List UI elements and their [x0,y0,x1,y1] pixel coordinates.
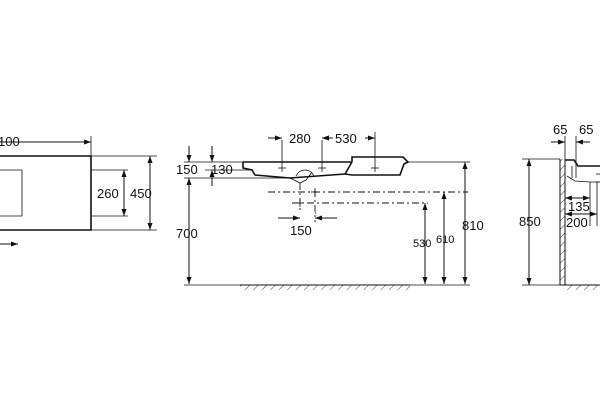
dim-810: 810 [462,218,484,233]
dim-200: 200 [566,215,588,230]
dim-150-v: 150 [176,162,198,177]
right-side-view: 65 65 850 135 200 [519,122,600,290]
tap-marker-mid [318,164,326,172]
dim-260: 260 [97,186,119,201]
tap-marker-right [371,164,379,172]
dim-850: 850 [519,214,541,229]
dim-530-top: 530 [335,131,357,146]
dim-700: 700 [176,226,198,241]
waste-marker-1 [296,199,304,207]
dim-150-h: 150 [290,223,312,238]
dim-280: 280 [289,131,311,146]
middle-front-view: 280 530 150 130 700 15 [176,130,484,290]
dim-135: 135 [568,199,590,214]
dim-65-a: 65 [553,122,567,137]
waste-marker-2 [311,188,319,196]
dim-450: 450 [130,186,152,201]
tap-marker-left [278,164,286,172]
left-top-view: 100 450 260 [0,134,157,247]
dim-530: 530 [413,238,431,250]
dim-610: 610 [436,234,454,246]
wall-hatch [560,159,565,285]
dim-65-b: 65 [579,122,593,137]
dim-130: 130 [211,162,233,177]
floor-hatch [240,285,410,290]
dim-100: 100 [0,134,20,149]
